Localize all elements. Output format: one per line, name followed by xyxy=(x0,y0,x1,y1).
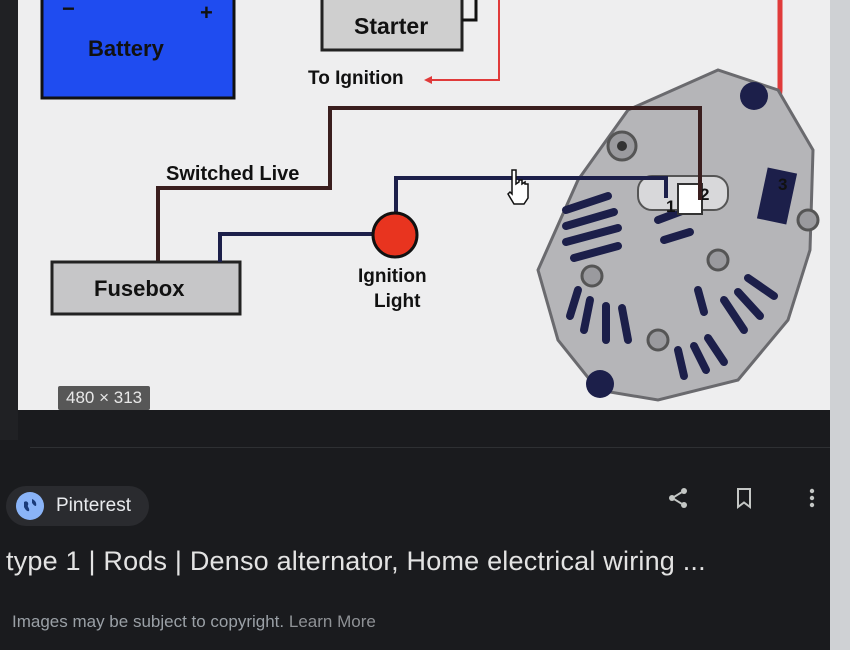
starter-box xyxy=(320,0,464,52)
source-label: Pinterest xyxy=(56,495,131,516)
fusebox-box xyxy=(50,260,242,316)
learn-more-link[interactable]: Learn More xyxy=(288,612,376,631)
to-ignition-wire xyxy=(426,0,500,81)
ignition-light xyxy=(371,211,419,259)
switched-live-label: Switched Live xyxy=(166,163,299,185)
left-edge xyxy=(0,0,18,440)
more-button[interactable] xyxy=(792,478,832,518)
fusebox-label: Fusebox xyxy=(94,276,185,301)
ignition-light-label-1: Ignition xyxy=(358,266,427,287)
copyright-notice: Images may be subject to copyright. Lear… xyxy=(12,612,376,632)
globe-icon xyxy=(16,492,44,520)
bookmark-icon xyxy=(737,488,751,509)
more-vert-icon xyxy=(809,488,815,508)
terminal-2: 2 xyxy=(700,185,709,204)
share-button[interactable] xyxy=(658,478,698,518)
to-ignition-label: To Ignition xyxy=(308,68,404,89)
result-title[interactable]: type 1 | Rods | Denso alternator, Home e… xyxy=(6,546,706,576)
result-image[interactable]: − + Battery Starter To Ignition xyxy=(18,0,830,410)
source-chip[interactable]: Pinterest xyxy=(6,486,149,526)
starter-label: Starter xyxy=(354,13,428,39)
right-edge xyxy=(830,0,850,650)
terminal-3: 3 xyxy=(778,175,787,194)
to-ignition-arrow xyxy=(424,76,432,84)
hand-cursor-icon xyxy=(507,169,529,205)
copyright-text: Images may be subject to copyright. xyxy=(12,612,285,631)
terminal-1: 1 xyxy=(666,197,675,216)
battery-minus: − xyxy=(62,0,75,21)
battery-plus: + xyxy=(200,0,213,25)
starter-wire xyxy=(462,0,478,22)
battery-box xyxy=(40,0,236,100)
light-supply-wire xyxy=(218,232,372,262)
image-dimensions-badge: 480 × 313 xyxy=(58,386,151,410)
light-signal-wire xyxy=(394,176,668,214)
battery-label: Battery xyxy=(88,36,165,61)
wiring-diagram: − + Battery Starter To Ignition xyxy=(40,0,820,402)
alternator: 1 2 3 xyxy=(536,68,820,402)
switched-live-wire xyxy=(156,106,702,262)
divider xyxy=(30,447,830,448)
ignition-light-label-2: Light xyxy=(374,291,421,312)
share-icon xyxy=(669,488,687,508)
save-button[interactable] xyxy=(724,478,764,518)
